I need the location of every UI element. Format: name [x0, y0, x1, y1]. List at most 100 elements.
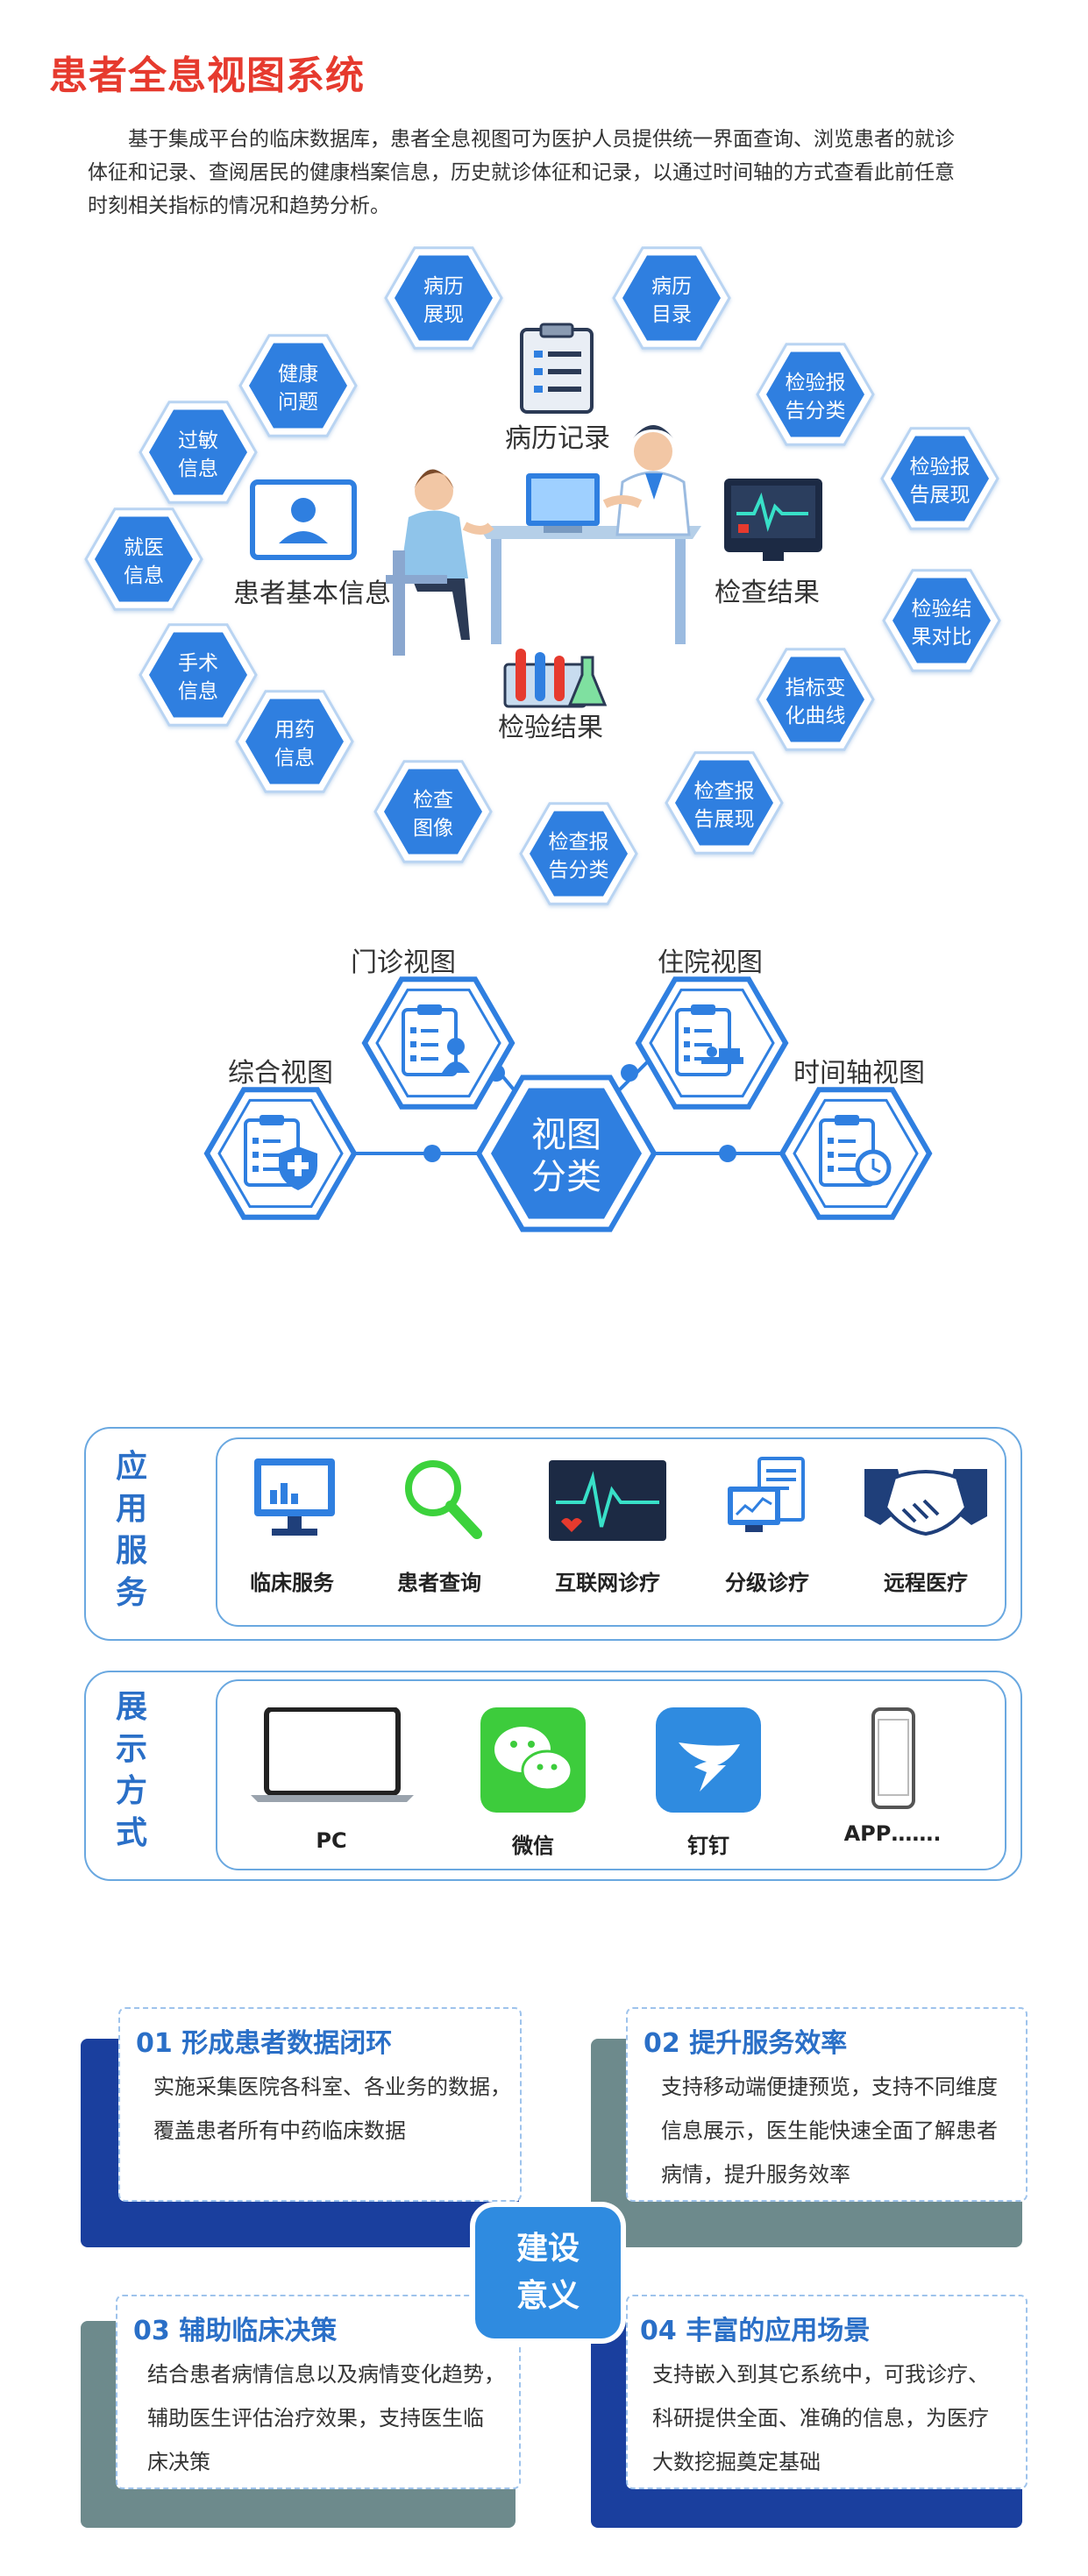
significance-card-2: 02 提升服务效率 支持移动端便捷预览，支持不同维度 信息展示，医生能快速全面了…	[626, 2007, 1028, 2202]
hexagon-label: 检验报	[786, 372, 846, 394]
intro-line: 体征和记录、查阅居民的健康档案信息，历史就诊体征和记录，以通过时间轴的方式查看此…	[88, 161, 955, 184]
test-result-label: 检验结果	[498, 713, 603, 743]
view-hexagon[interactable]: 住院视图	[635, 947, 789, 1110]
hexagon-label: 检查报	[694, 780, 755, 803]
hub-diagram: 病历展现病历目录健康问题检验报告分类过敏信息检验报告展现就医信息检验结果对比手术…	[84, 246, 1001, 905]
hexagon-label: 检验结	[912, 598, 972, 621]
hexagon-label: 就医	[124, 536, 164, 559]
services-inner: 临床服务 患者查询 互联网诊疗	[216, 1437, 1006, 1627]
hexagon-label: 果对比	[912, 626, 972, 649]
hexagon-label: 病历	[651, 275, 692, 298]
hexagon-label: 健康	[278, 363, 318, 386]
tiered-clinic-item[interactable]: 分级诊疗	[701, 1457, 833, 1614]
services-panel: 应 用 服 务 临床服务 患者查询	[84, 1427, 1022, 1641]
internet-clinic-item[interactable]: 互联网诊疗	[533, 1457, 682, 1614]
display-panel: 展 示 方 式 PC 微信 钉钉	[84, 1671, 1022, 1881]
consultation-scene-image	[386, 425, 701, 656]
display-label: 微信	[512, 1834, 554, 1858]
card-body: 支持移动端便捷预览，支持不同维度 信息展示，医生能快速全面了解患者 病情，提升服…	[661, 2075, 998, 2187]
monitor-chart-icon	[724, 479, 822, 561]
check-result-label: 检查结果	[715, 578, 820, 608]
service-label: 临床服务	[250, 1571, 334, 1595]
handshake-icon	[864, 1469, 987, 1536]
significance-center-badge: 建设 意义	[475, 2207, 621, 2338]
telemedicine-item[interactable]: 远程医疗	[856, 1457, 996, 1614]
significance-card-3: 03 辅助临床决策 结合患者病情信息以及病情变化趋势， 辅助医生评估治疗效果，支…	[116, 2295, 521, 2489]
document-chart-icon	[728, 1457, 805, 1532]
hexagon-label: 告分类	[786, 400, 846, 422]
display-item-app[interactable]: APP…….	[822, 1707, 963, 1865]
display-label: 钉钉	[687, 1834, 729, 1858]
hexagon-label: 病历	[423, 275, 464, 298]
hexagon-label: 告展现	[694, 808, 755, 831]
view-center-label: 分类	[531, 1157, 601, 1197]
view-label: 住院视图	[658, 947, 763, 978]
view-label: 时间轴视图	[793, 1058, 925, 1089]
card-title: 04 丰富的应用场景	[640, 2316, 871, 2346]
hexagon-label: 检查	[413, 789, 453, 812]
hexagon-label: 信息	[178, 458, 218, 480]
medical-record-icon	[520, 323, 594, 414]
service-label: 分级诊疗	[725, 1571, 809, 1595]
view-hexagon[interactable]: 时间轴视图	[779, 1058, 933, 1220]
intro-paragraph: 基于集成平台的临床数据库，患者全息视图可为医护人员提供统一界面查询、浏览患者的就…	[88, 123, 1035, 223]
patient-card-icon	[250, 479, 357, 560]
ecg-monitor-icon	[549, 1460, 666, 1541]
card-body: 实施采集医院各科室、各业务的数据， 覆盖患者所有中药临床数据	[153, 2075, 511, 2143]
hexagon-label: 指标变	[786, 677, 846, 699]
significance-card-4: 04 丰富的应用场景 支持嵌入到其它系统中，可我诊疗、 科研提供全面、准确的信息…	[626, 2295, 1028, 2489]
record-label: 病历记录	[505, 423, 610, 454]
hexagon-label: 信息	[124, 564, 164, 587]
hexagon-label: 过敏	[178, 429, 218, 452]
laptop-icon	[251, 1707, 414, 1802]
phone-icon	[871, 1707, 915, 1809]
hexagon-label: 目录	[651, 303, 692, 326]
hexagon-label: 信息	[178, 680, 218, 703]
hexagon-label: 告分类	[549, 859, 609, 882]
service-label: 患者查询	[397, 1571, 481, 1595]
hexagon-label: 信息	[274, 747, 315, 770]
hexagon-label: 图像	[413, 817, 453, 840]
hexagon-label: 用药	[274, 719, 315, 742]
display-item-dingtalk[interactable]: 钉钉	[647, 1707, 770, 1865]
view-hexagon[interactable]: 综合视图	[203, 1058, 358, 1220]
view-label: 综合视图	[228, 1058, 333, 1089]
wechat-icon	[480, 1707, 586, 1813]
view-hexagon[interactable]: 门诊视图	[351, 947, 516, 1110]
view-center-label: 视图	[531, 1115, 601, 1155]
card-body: 支持嵌入到其它系统中，可我诊疗、 科研提供全面、准确的信息，为医疗 大数挖掘奠定…	[652, 2362, 989, 2474]
magnifier-icon	[405, 1460, 482, 1539]
display-item-wechat[interactable]: 微信	[472, 1707, 594, 1865]
hexagon-label: 化曲线	[786, 705, 846, 727]
hexagon-label: 告展现	[910, 484, 971, 507]
display-item-pc[interactable]: PC	[244, 1707, 419, 1865]
hexagon-label: 手术	[178, 652, 218, 675]
display-label: PC	[316, 1828, 347, 1853]
intro-line: 基于集成平台的临床数据库，患者全息视图可为医护人员提供统一界面查询、浏览患者的就…	[128, 128, 955, 151]
card-title: 02 提升服务效率	[644, 2028, 848, 2059]
view-label: 门诊视图	[351, 947, 456, 978]
monitor-icon	[254, 1458, 335, 1536]
significance-card-1: 01 形成患者数据闭环 实施采集医院各科室、各业务的数据， 覆盖患者所有中药临床…	[118, 2007, 522, 2202]
services-title: 应 用 服 务	[115, 1449, 147, 1611]
patient-query-item[interactable]: 患者查询	[373, 1457, 505, 1614]
service-label: 远程医疗	[884, 1571, 968, 1595]
display-label: APP…….	[843, 1821, 942, 1846]
clinical-service-item[interactable]: 临床服务	[226, 1457, 358, 1614]
